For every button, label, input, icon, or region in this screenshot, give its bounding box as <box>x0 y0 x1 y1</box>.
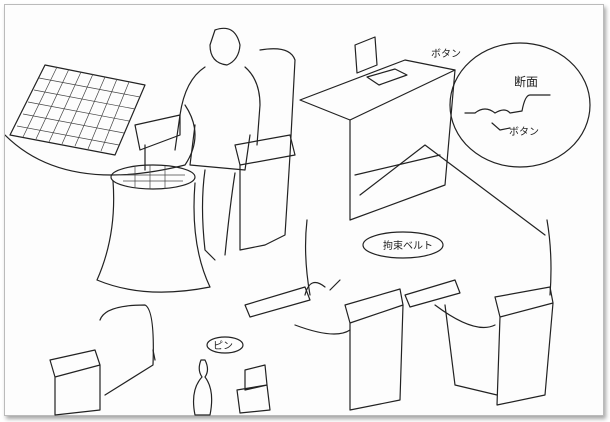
sketch-paper: ボタン 断面 ボタン 拘束ベルト ピン <box>4 4 604 416</box>
grid-stool <box>96 164 211 293</box>
grid-panel-closeup <box>5 64 196 176</box>
button-label-top: ボタン <box>431 49 461 60</box>
cross-section-label: 断面 <box>514 75 539 89</box>
pin-label: ピン <box>213 341 233 352</box>
sketch-drawing <box>5 27 591 416</box>
restraint-belt-label: 拘束ベルト <box>383 241 433 252</box>
seated-figure-chair <box>134 27 296 261</box>
pin-and-mini-chair <box>192 336 271 416</box>
cross-section-closeup <box>449 42 591 168</box>
button-label-section: ボタン <box>509 127 539 138</box>
restraint-belt-chairs <box>244 219 554 411</box>
console-with-button <box>299 36 546 236</box>
small-armchair <box>49 304 156 416</box>
